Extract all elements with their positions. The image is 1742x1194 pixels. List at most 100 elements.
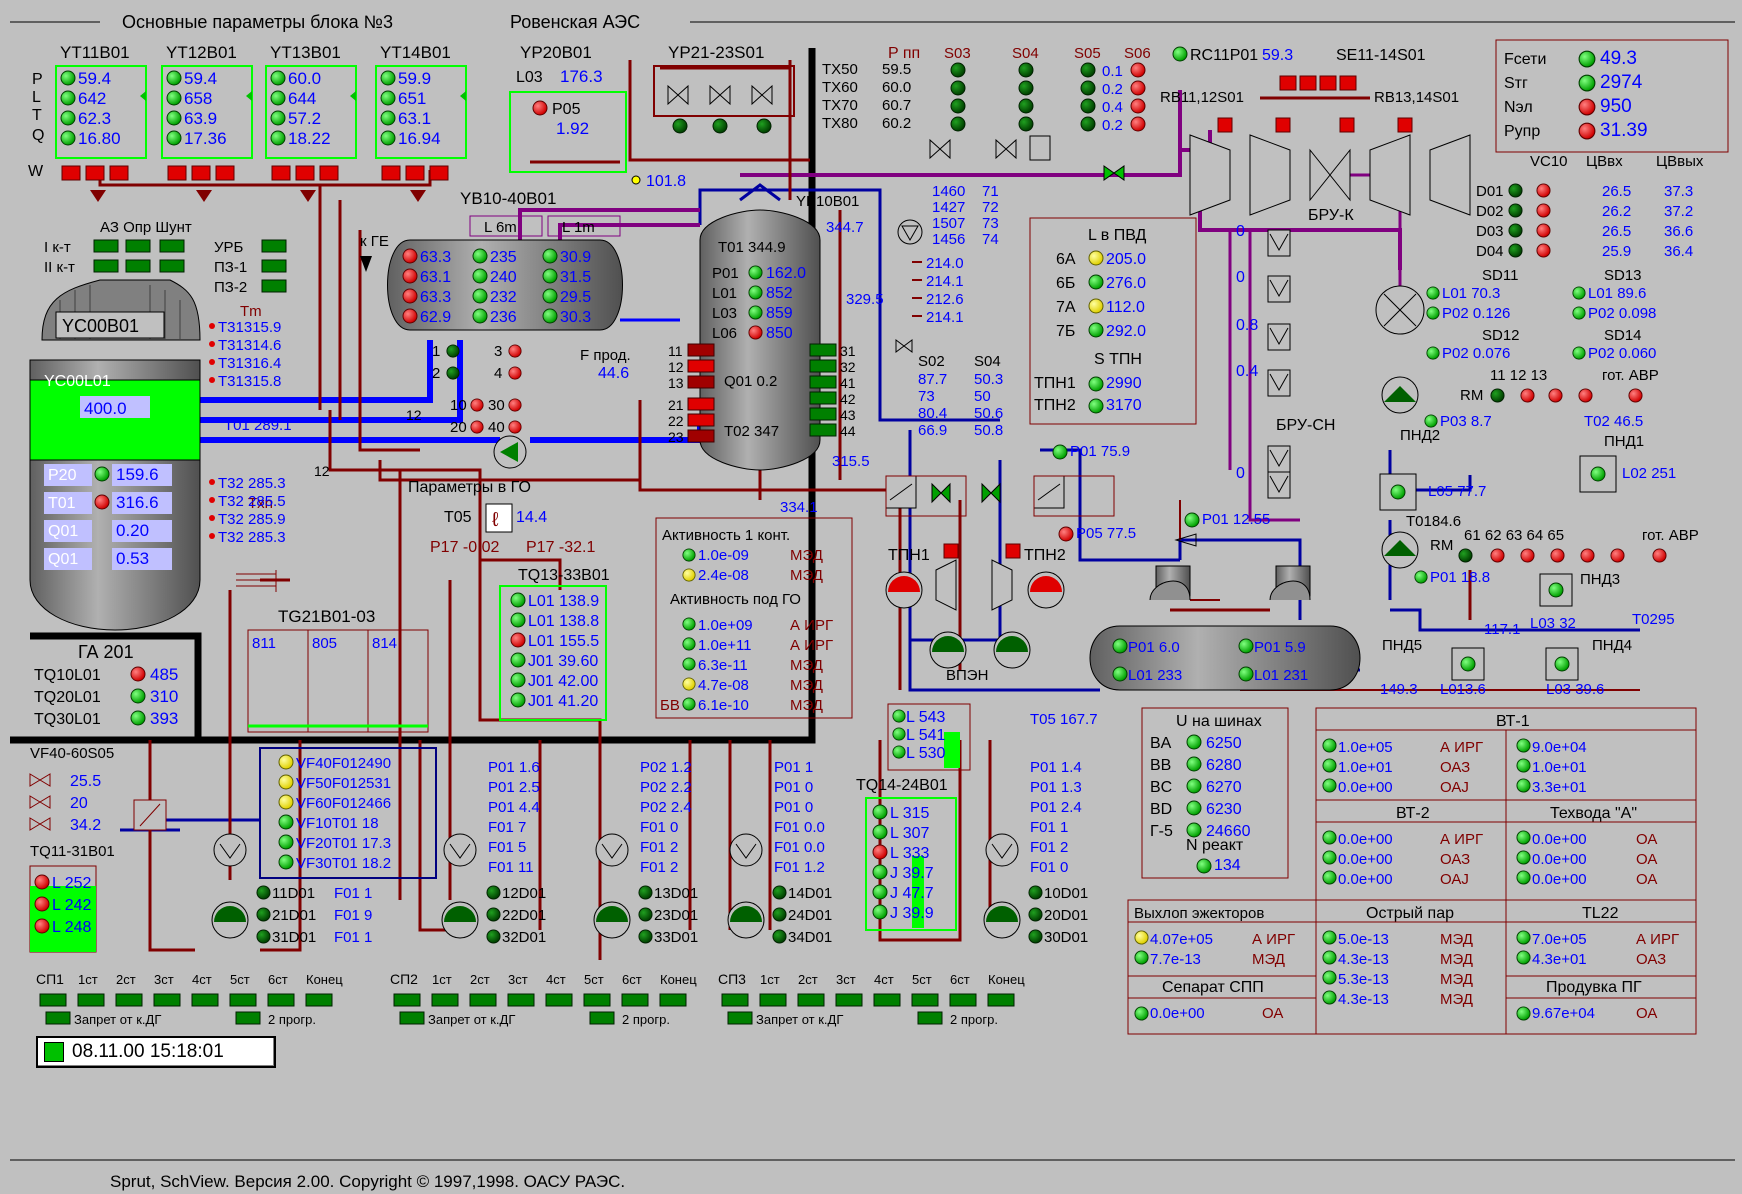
- sp-header: 3ст: [508, 972, 528, 987]
- sd11-label: SD11: [1482, 267, 1518, 284]
- status-led-icon: [1322, 738, 1337, 753]
- pump-name: 13D01: [654, 885, 698, 902]
- status-led-icon: [1516, 738, 1531, 753]
- status-led-icon: [542, 288, 558, 304]
- s04-value: 50: [974, 388, 991, 405]
- vt2-title: ВТ-2: [1396, 805, 1430, 822]
- pvd-panel: L в ПВД S ТПН ТПН1 2990 ТПН2 3170: [1029, 217, 1197, 425]
- protection-pz1: ПЗ-1: [214, 259, 247, 276]
- status-led-icon: [1508, 183, 1523, 198]
- sp-header: Конец: [988, 972, 1025, 987]
- tg-v0: 811: [252, 635, 276, 652]
- status-led-icon: [402, 268, 418, 284]
- yb-col1: 63.3: [420, 289, 451, 306]
- bru-sn: БРУ-СН: [1276, 417, 1335, 434]
- s04-label: S04: [974, 353, 1001, 370]
- status-led-icon: [472, 248, 488, 264]
- turb-num-b: 71: [982, 183, 999, 200]
- reactor-row-label: P20: [48, 467, 77, 484]
- status-led-icon: [1186, 800, 1202, 816]
- yp21-name: YP21-23S01: [668, 43, 764, 62]
- vf-box-value: VF30T01 18.2: [296, 855, 391, 872]
- status-led-icon: [270, 130, 286, 146]
- yb-fprod-value: 44.6: [598, 365, 629, 382]
- t32-value: T32 285.3: [218, 529, 286, 546]
- status-led-icon: [486, 885, 501, 900]
- pump-name: 20D01: [1044, 907, 1088, 924]
- pump-param: F01 0: [1030, 859, 1068, 876]
- ushin-label: BB: [1150, 757, 1171, 774]
- sp-header: 4ст: [874, 972, 894, 987]
- status-led-icon: [1322, 990, 1337, 1005]
- s04-value: 50.3: [974, 371, 1003, 388]
- yb-col2: 235: [490, 249, 517, 266]
- rc11-label: RC11P01: [1190, 47, 1258, 64]
- s-col-label: S05: [1074, 45, 1101, 62]
- ushin-label: BA: [1150, 735, 1172, 752]
- s02-value: 66.9: [918, 422, 947, 439]
- protection-r2: II к-т: [44, 259, 75, 276]
- pump-param: F01 7: [488, 819, 526, 836]
- yt-panel-name: YT14B01: [380, 43, 451, 62]
- status-led-icon: [270, 90, 286, 106]
- vc10-in: 26.5: [1602, 183, 1631, 200]
- activity-unit: МЭД: [790, 697, 823, 714]
- heater-num: 11: [668, 343, 683, 359]
- status-led-icon: [166, 130, 182, 146]
- s05-value: 0.2: [1102, 117, 1123, 134]
- ushin-value: 6230: [1206, 801, 1242, 818]
- status-led-icon: [1134, 1006, 1149, 1021]
- status-led-icon: [1018, 80, 1034, 96]
- status-led-icon: [380, 70, 396, 86]
- vf-value: 34.2: [70, 817, 101, 834]
- se-label: SE11-14S01: [1336, 47, 1426, 64]
- pzr-row-label: L03: [712, 305, 737, 322]
- status-led-icon: [402, 248, 418, 264]
- activity-unit: МЭД: [790, 677, 823, 694]
- status-led-icon: [892, 709, 906, 723]
- sp-header: 5ст: [584, 972, 604, 987]
- tl-unit: А ИРГ: [1636, 931, 1679, 948]
- pzr-row-label: L06: [712, 325, 737, 342]
- ostr-value: 4.3e-13: [1338, 951, 1389, 968]
- status-led-icon: [130, 688, 146, 704]
- status-led-icon: [166, 110, 182, 126]
- status-led-icon: [1578, 50, 1596, 68]
- tpn1-label: ТПН1: [888, 547, 930, 564]
- status-led-icon: [510, 652, 526, 668]
- ushin-title: U на шинах: [1176, 713, 1262, 730]
- status-led-icon: [402, 288, 418, 304]
- pnd-t02: T0295: [1632, 611, 1675, 628]
- heater-num: 12: [668, 359, 684, 375]
- status-led-icon: [34, 918, 50, 934]
- status-led-icon: [892, 745, 906, 759]
- turb-v214: 214.0: [926, 255, 964, 272]
- sp-header: Конец: [660, 972, 697, 987]
- pnd4-label: ПНД4: [1592, 637, 1632, 654]
- pump-name: 11D01: [272, 885, 315, 902]
- vc10-label: D04: [1476, 243, 1504, 260]
- clock-status-icon: [44, 1042, 64, 1062]
- yp20-p05-value: 1.92: [556, 119, 589, 138]
- pnd1-value: L02 251: [1622, 465, 1676, 482]
- status-led-icon: [1322, 778, 1337, 793]
- sd-avr: гот. АВР: [1602, 367, 1659, 384]
- tx-row-label: TX50: [822, 61, 858, 78]
- tg-panel: TG21B01-03 811 805 814: [247, 607, 429, 733]
- pnd-block: ПНД2 L05 77.7 ПНД1 L02 251 T0184.6 RM 61…: [1379, 427, 1699, 698]
- bru-k: БРУ-К: [1308, 207, 1354, 224]
- sp-header: 1ст: [78, 972, 98, 987]
- turb-v214: 214.1: [926, 309, 964, 326]
- vt2-unit: А ИРГ: [1440, 831, 1483, 848]
- yb-col3: 30.9: [560, 249, 591, 266]
- vyh-unit: А ИРГ: [1252, 931, 1295, 948]
- status-led-icon: [1508, 243, 1523, 258]
- yt-value: 63.1: [398, 109, 431, 128]
- vt1-left-unit: ОАJ: [1440, 779, 1469, 796]
- rb2-label: RB13,14S01: [1374, 89, 1459, 106]
- status-led-icon: [510, 612, 526, 628]
- tech-title: Техвода "А": [1550, 805, 1637, 822]
- vc10-out: 36.6: [1664, 223, 1693, 240]
- status-led-icon: [1186, 778, 1202, 794]
